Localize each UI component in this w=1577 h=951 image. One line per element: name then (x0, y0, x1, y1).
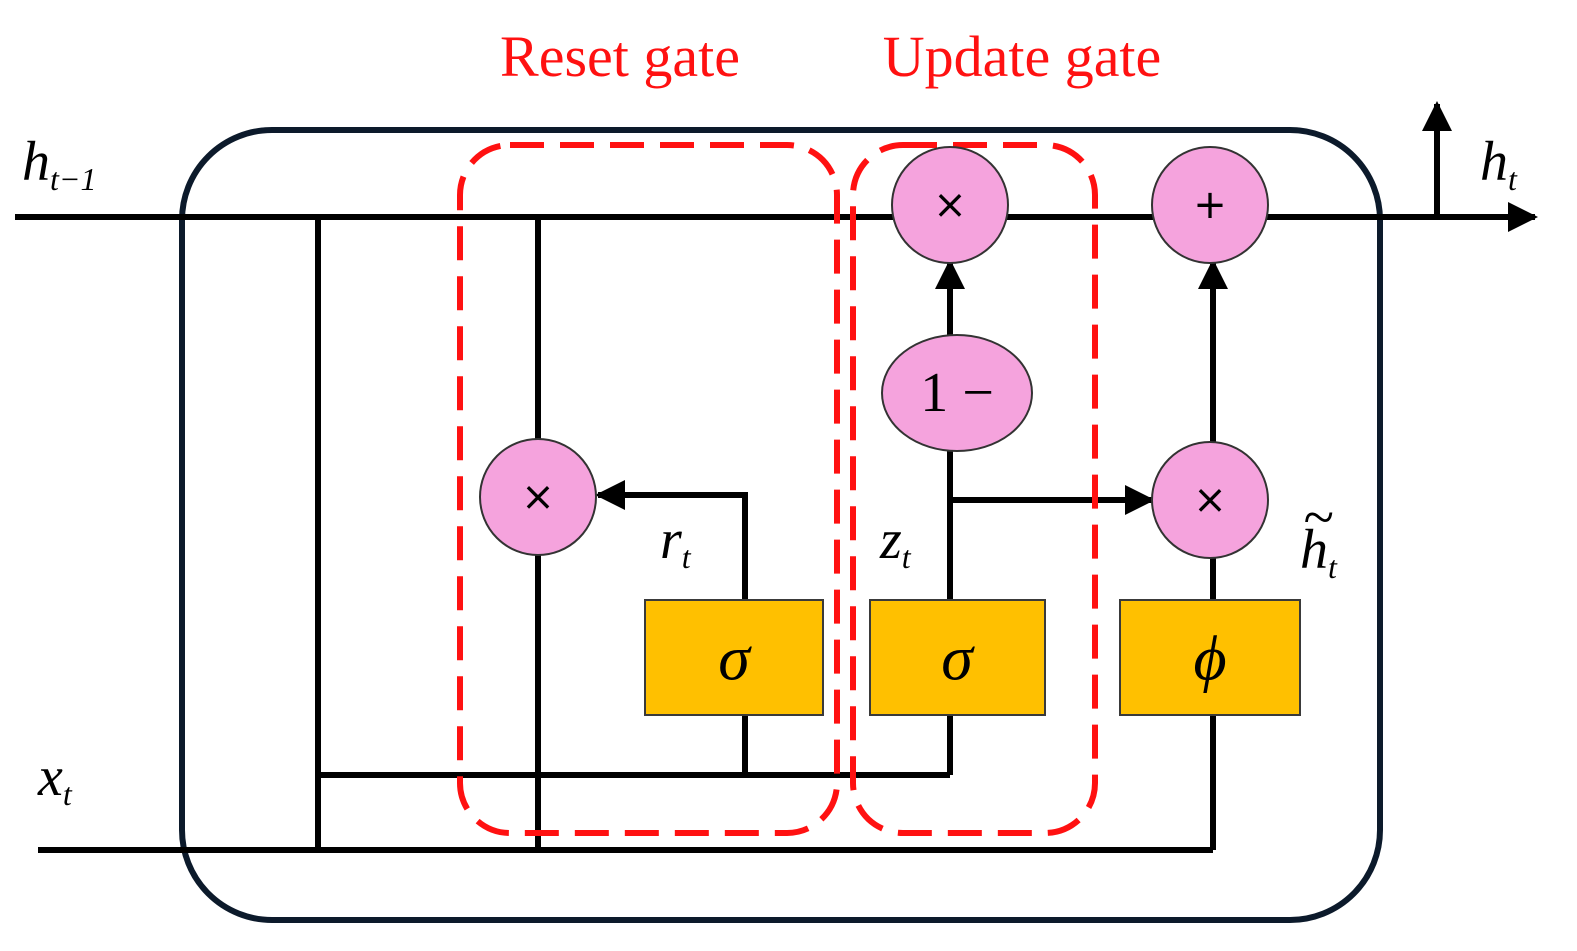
candidate-multiply-node (1151, 441, 1269, 559)
multiply-icon: × (933, 182, 967, 228)
reset-multiply-operator: × (479, 438, 597, 556)
sigma-symbol: σ (941, 623, 975, 694)
add-node (1151, 146, 1269, 264)
h-tilde-sub: t (1328, 549, 1338, 585)
r-main: r (660, 509, 682, 571)
one-minus-label: 1 − (920, 362, 994, 424)
r-label: rt (660, 509, 692, 575)
candidate-phi-box (1119, 599, 1301, 716)
z-main: z (879, 509, 902, 571)
update-multiply-node (891, 146, 1009, 264)
sigma-symbol: σ (718, 623, 752, 694)
update-sigma-box (869, 599, 1046, 716)
multiply-icon: × (521, 474, 555, 520)
reset-sigma-box (644, 599, 824, 716)
h-out-sub: t (1508, 161, 1518, 197)
h-prev-sub: t−1 (50, 161, 96, 197)
h-out-label: ht (1480, 131, 1518, 197)
plus-icon: + (1193, 182, 1227, 228)
cell-boundary (179, 127, 1383, 923)
multiply-icon: × (1193, 477, 1227, 523)
update-gate-label: Update gate (883, 24, 1162, 89)
x-input-main: x (37, 746, 63, 808)
h-prev-main: h (22, 131, 50, 193)
reset-signal-arrow (595, 480, 748, 600)
update-sigma-block: σ (869, 599, 1046, 716)
h-out-main: h (1480, 131, 1508, 193)
one-minus-operator: 1 − (881, 334, 1033, 452)
reset-multiply-node (479, 438, 597, 556)
phi-symbol: ϕ (1193, 623, 1226, 694)
h-tilde-label: ht (1300, 519, 1338, 585)
one-minus-node (881, 334, 1033, 452)
x-input-label: xt (37, 746, 73, 812)
reset-gate-label: Reset gate (500, 24, 740, 89)
wires (15, 101, 1538, 853)
update-multiply-operator: × (891, 146, 1009, 264)
h-prev-label: ht−1 (22, 131, 96, 197)
h-tilde-accent: ~ (1303, 487, 1333, 549)
candidate-phi-block: ϕ (1119, 599, 1301, 716)
x-input-sub: t (63, 776, 73, 812)
add-operator: + (1151, 146, 1269, 264)
r-sub: t (682, 539, 692, 575)
h-tilde-main: h (1300, 519, 1328, 581)
update-gate-region (850, 142, 1098, 836)
reset-gate-region (457, 142, 840, 836)
z-sub: t (902, 539, 912, 575)
z-label: zt (879, 509, 912, 575)
reset-sigma-block: σ (644, 599, 824, 716)
candidate-multiply-operator: × (1151, 441, 1269, 559)
